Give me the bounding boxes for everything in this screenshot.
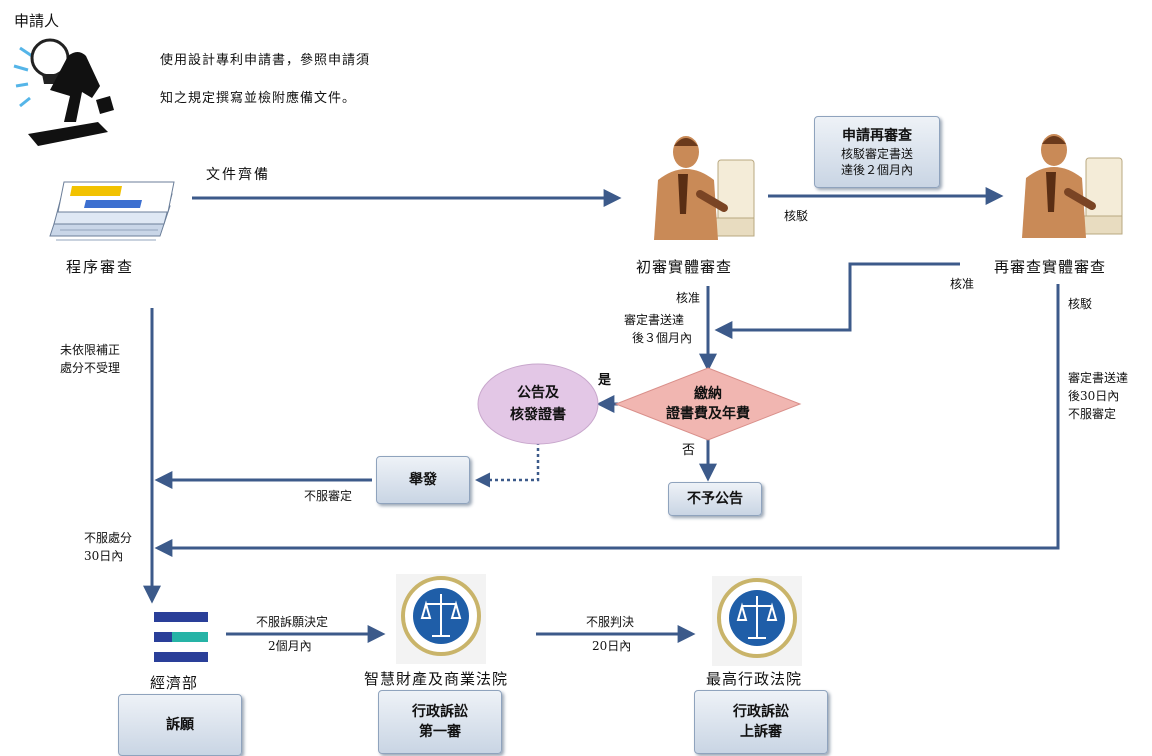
documents-icon	[49, 181, 175, 241]
announce-text: 公告及 核發證書	[488, 382, 588, 426]
re-exam-request-title: 申請再審查	[842, 128, 912, 144]
no-label: 否	[682, 443, 696, 458]
pay-fee-line-2: 證書費及年費	[666, 406, 750, 422]
re-exam-request-line-2: 達後２個月內	[840, 163, 913, 177]
instruction-line-1: 使用設計專利申請書，參照申請須	[160, 53, 371, 68]
court-seal-icon	[712, 576, 802, 666]
decision-3m-line-1: 審定書送達	[624, 313, 685, 327]
judgment-line-2: 20日內	[592, 639, 632, 653]
arrow-reject-2	[154, 284, 1060, 557]
supreme-court-label: 最高行政法院	[706, 670, 803, 688]
applicant-title: 申請人	[14, 12, 60, 30]
invalidation-label: 舉發	[409, 472, 437, 488]
ip-court-box: 行政訴訟 第一審	[378, 690, 502, 754]
not-corrected-line-1: 未依限補正	[60, 343, 121, 357]
ip-court-label: 智慧財產及商業法院	[364, 670, 509, 688]
supreme-box-line-1: 行政訴訟	[733, 704, 789, 720]
announce-line-2: 核發證書	[510, 407, 566, 423]
approve-2-label: 核准	[950, 277, 975, 291]
decision-30d-line-2: 後30日內	[1068, 389, 1120, 403]
no-announce-label: 不予公告	[687, 491, 743, 507]
moea-logo-icon	[154, 612, 208, 662]
yes-label: 是	[598, 373, 612, 388]
pay-fee-diamond	[614, 367, 802, 441]
ip-court-box-line-2: 第一審	[419, 724, 461, 740]
judgment-line-1: 不服判決	[586, 615, 635, 629]
procedure-review-label: 程序審查	[66, 258, 135, 276]
initial-exam-label: 初審實體審查	[636, 258, 733, 276]
disagree-30d-line-1: 不服處分	[84, 531, 133, 545]
pay-fee-text: 繳納 證書費及年費	[646, 384, 770, 424]
supreme-box-line-2: 上訴審	[740, 724, 782, 740]
court-seal-icon	[396, 574, 486, 664]
reject-2-label: 核駁	[1068, 297, 1093, 311]
decision-30d-line-3: 不服審定	[1068, 407, 1117, 421]
disagree-30d-line-2: 30日內	[84, 549, 124, 563]
invalidation-box: 舉發	[376, 456, 470, 504]
arrow-dotted	[475, 442, 540, 488]
re-exam-request-line-1: 核駁審定書送	[840, 147, 913, 161]
supreme-court-box: 行政訴訟 上訴審	[694, 690, 828, 754]
not-corrected-line-2: 處分不受理	[60, 361, 121, 375]
re-exam-label: 再審查實體審查	[994, 258, 1107, 276]
re-exam-request-box: 申請再審查 核駁審定書送 達後２個月內	[814, 116, 940, 188]
no-announce-box: 不予公告	[668, 482, 762, 516]
appeal-box: 訴願	[118, 694, 242, 756]
docs-ready-label: 文件齊備	[206, 167, 270, 183]
appeal-decision-line-2: 2個月內	[268, 639, 312, 653]
announce-ellipse	[477, 363, 599, 445]
idea-person-icon	[13, 38, 114, 146]
arrow-approve-2	[714, 262, 960, 339]
examiner-icon	[1022, 134, 1123, 238]
decision-3m-line-2: 後３個月內	[632, 331, 693, 345]
approve-1-label: 核准	[676, 291, 701, 305]
appeal-label: 訴願	[166, 717, 194, 733]
decision-30d-line-1: 審定書送達	[1068, 371, 1129, 385]
pay-fee-line-1: 繳納	[694, 386, 722, 402]
instruction-line-2: 知之規定撰寫並檢附應備文件。	[160, 91, 357, 106]
announce-line-1: 公告及	[517, 385, 559, 401]
ip-court-box-line-1: 行政訴訟	[412, 704, 468, 720]
reject-1-label: 核駁	[784, 209, 809, 223]
disagree-decision-label: 不服審定	[304, 489, 353, 503]
appeal-decision-line-1: 不服訴願決定	[256, 615, 329, 629]
moea-label: 經濟部	[150, 674, 199, 692]
examiner-icon	[654, 136, 755, 240]
